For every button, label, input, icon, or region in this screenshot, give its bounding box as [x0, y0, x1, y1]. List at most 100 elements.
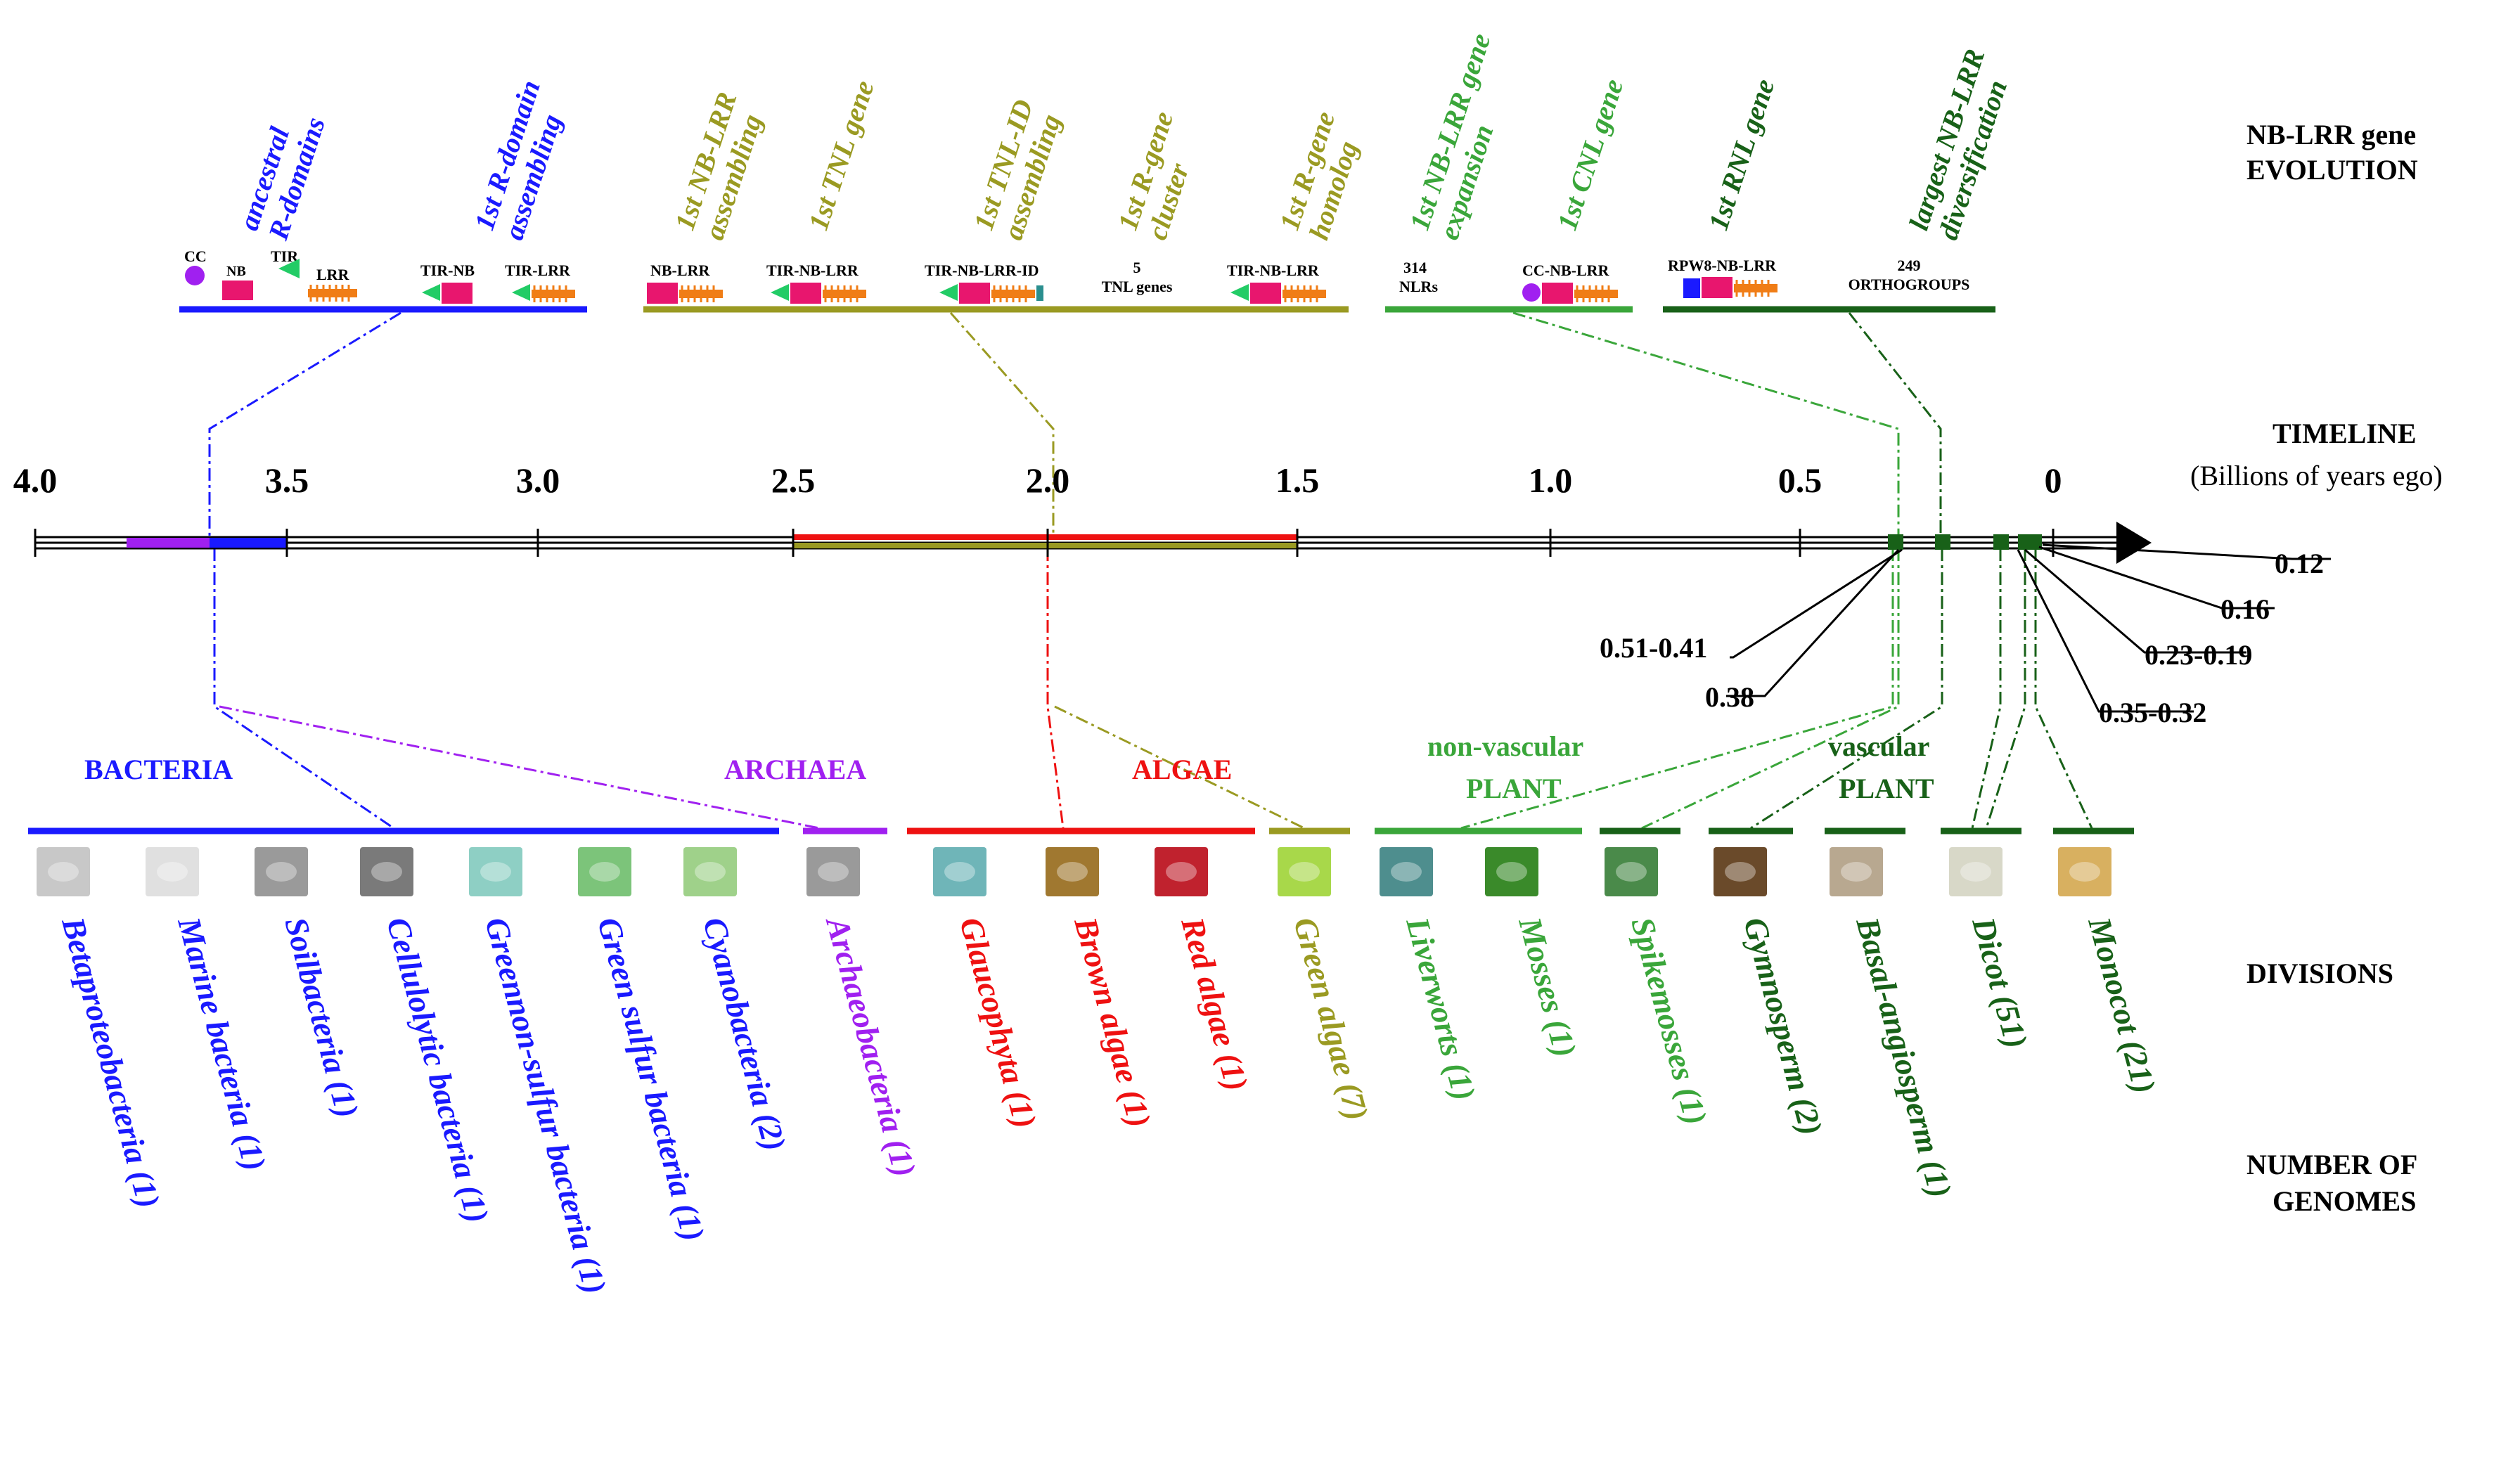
timeline-label-line1: TIMELINE: [2272, 418, 2417, 449]
tnl-genes-count: 5: [1133, 259, 1141, 276]
green-sulfur-icon: [578, 847, 631, 896]
division-label: Green algae (7): [1287, 913, 1375, 1123]
division-item: Spikemosses (1): [1605, 847, 1714, 1128]
evolution-event: 1st RNL gene: [1702, 75, 1781, 234]
event-label-line1: 1st RNL gene: [1702, 75, 1781, 234]
group-vascular-line2: PLANT: [1839, 773, 1934, 804]
genomes-label-line2: GENOMES: [2272, 1185, 2416, 1217]
soil-cells-icon: [255, 847, 308, 896]
marker-0.38: [1888, 534, 1903, 550]
timeline-arrow-icon: [2116, 522, 2152, 564]
division-label: Mosses (1): [1512, 913, 1583, 1060]
nlrs-label: NLRs: [1399, 278, 1438, 295]
marker-0.35: [1935, 534, 1950, 550]
nb-lrr-structure-icon: [647, 283, 723, 304]
group-algae: ALGAE: [1132, 754, 1232, 785]
division-item: Marine bacteria (1): [146, 847, 273, 1174]
division-label: Cyanobacteria (2): [696, 913, 793, 1154]
callout-line-0.12: [2042, 543, 2331, 560]
callout-line-0.16: [2038, 546, 2275, 610]
callout-0.12: 0.12: [2275, 548, 2324, 579]
connector-nonvascular-top: [1512, 311, 1900, 538]
timeline-tick-label: 0.5: [1778, 460, 1822, 500]
event-label-line1: 1st CNL gene: [1551, 75, 1630, 234]
flagellate-bacterium-icon: [146, 847, 199, 896]
nb-lrr-label: NB-LRR: [650, 262, 710, 279]
division-label: Monocot (21): [2081, 913, 2163, 1097]
division-item: Soilbacteria (1): [255, 847, 366, 1121]
timeline-tick-label: 2.0: [1026, 460, 1070, 500]
division-label: Red algae (1): [1174, 913, 1255, 1094]
timeline-tick-label: 2.5: [771, 460, 816, 500]
brown-algae-icon: [1046, 847, 1099, 896]
division-item: Gymnosperm (2): [1714, 847, 1830, 1139]
division-item: Archaeobacteria (1): [806, 847, 923, 1180]
connector-spikemosses: [1641, 548, 1900, 830]
connector-algae-red: [1046, 548, 1065, 829]
division-item: Dicot (51): [1949, 847, 2035, 1052]
timeline-tick-label: 1.0: [1529, 460, 1573, 500]
connector-archaea: [219, 705, 820, 830]
division-label: Brown algae (1): [1067, 913, 1158, 1130]
timeline-tick-label: 3.0: [516, 460, 560, 500]
tir-nb-lrr-homolog-label: TIR-NB-LRR: [1227, 262, 1320, 279]
tnl-genes-label: TNL genes: [1102, 278, 1173, 295]
division-item: Liverworts (1): [1380, 847, 1483, 1104]
cyanobacteria-icon: [683, 847, 737, 896]
group-archaea: ARCHAEA: [724, 754, 866, 785]
rod-bacterium-icon: [37, 847, 90, 896]
liverwort-icon: [1380, 847, 1433, 896]
division-label: Soilbacteria (1): [278, 913, 366, 1121]
cc-nb-lrr-label: CC-NB-LRR: [1522, 262, 1610, 279]
group-nonvascular-line2: PLANT: [1466, 773, 1562, 804]
callout-line-0.35: [2017, 549, 2194, 713]
glaucophyta-icon: [933, 847, 986, 896]
callout-0.23-0.19: 0.23-0.19: [2145, 639, 2252, 671]
timeline-tick-label: 0: [2045, 460, 2062, 500]
connector-bacteria-bottom: [213, 548, 394, 830]
red-algae-icon: [1155, 847, 1208, 896]
division-item: Green sulfur bacteria (1): [578, 847, 712, 1244]
group-bacteria: BACTERIA: [84, 754, 233, 785]
evolution-label-line2: EVOLUTION: [2246, 154, 2418, 186]
nb-domain-icon: [222, 281, 253, 300]
nlrs-count: 314: [1403, 259, 1427, 276]
evolution-event: 1st CNL gene: [1551, 75, 1630, 234]
spikemoss-icon: [1605, 847, 1658, 896]
division-label: Basal-angiosperm (1): [1849, 913, 1959, 1201]
timeline-tick-label: 4.0: [13, 460, 58, 500]
division-label: Betaproteobacteria (1): [55, 913, 167, 1211]
timeline-tick-label: 3.5: [265, 460, 309, 500]
division-label: Green sulfur bacteria (1): [591, 913, 712, 1244]
monocot-grain-icon: [2058, 847, 2111, 896]
callout-lines: [1726, 543, 2331, 713]
division-item: Green algae (7): [1278, 847, 1375, 1124]
division-item: Red algae (1): [1155, 847, 1255, 1095]
division-label: Glaucophyta (1): [953, 913, 1043, 1132]
orthogroups-label: ORTHOGROUPS: [1849, 276, 1970, 293]
division-item: Betaproteobacteria (1): [37, 847, 167, 1212]
tir-nb-structure-icon: [422, 283, 472, 304]
connector-vascular-top: [1848, 312, 1942, 538]
event-label-line1: 1st TNL gene: [802, 77, 880, 234]
green-nonsulfur-icon: [469, 847, 522, 896]
group-nonvascular-line1: non-vascular: [1427, 730, 1583, 762]
callout-line-0.23: [2024, 548, 2246, 654]
cc-label: CC: [184, 247, 207, 265]
genomes-label-line1: NUMBER OF: [2246, 1149, 2417, 1180]
evolution-event: 1st TNL gene: [802, 77, 880, 234]
tir-domain-icon: [278, 259, 300, 278]
callout-0.16: 0.16: [2220, 593, 2270, 625]
callout-0.51-0.41: 0.51-0.41: [1600, 632, 1707, 664]
division-item: Brown algae (1): [1046, 847, 1158, 1131]
nb-label: NB: [226, 264, 246, 279]
division-label: Cellulolytic bacteria (1): [380, 913, 496, 1226]
connector-basal-angiosperm: [1971, 548, 2002, 829]
tir-lrr-label: TIR-LRR: [505, 262, 571, 279]
tir-nb-lrr-id-structure-icon: [939, 283, 1043, 304]
